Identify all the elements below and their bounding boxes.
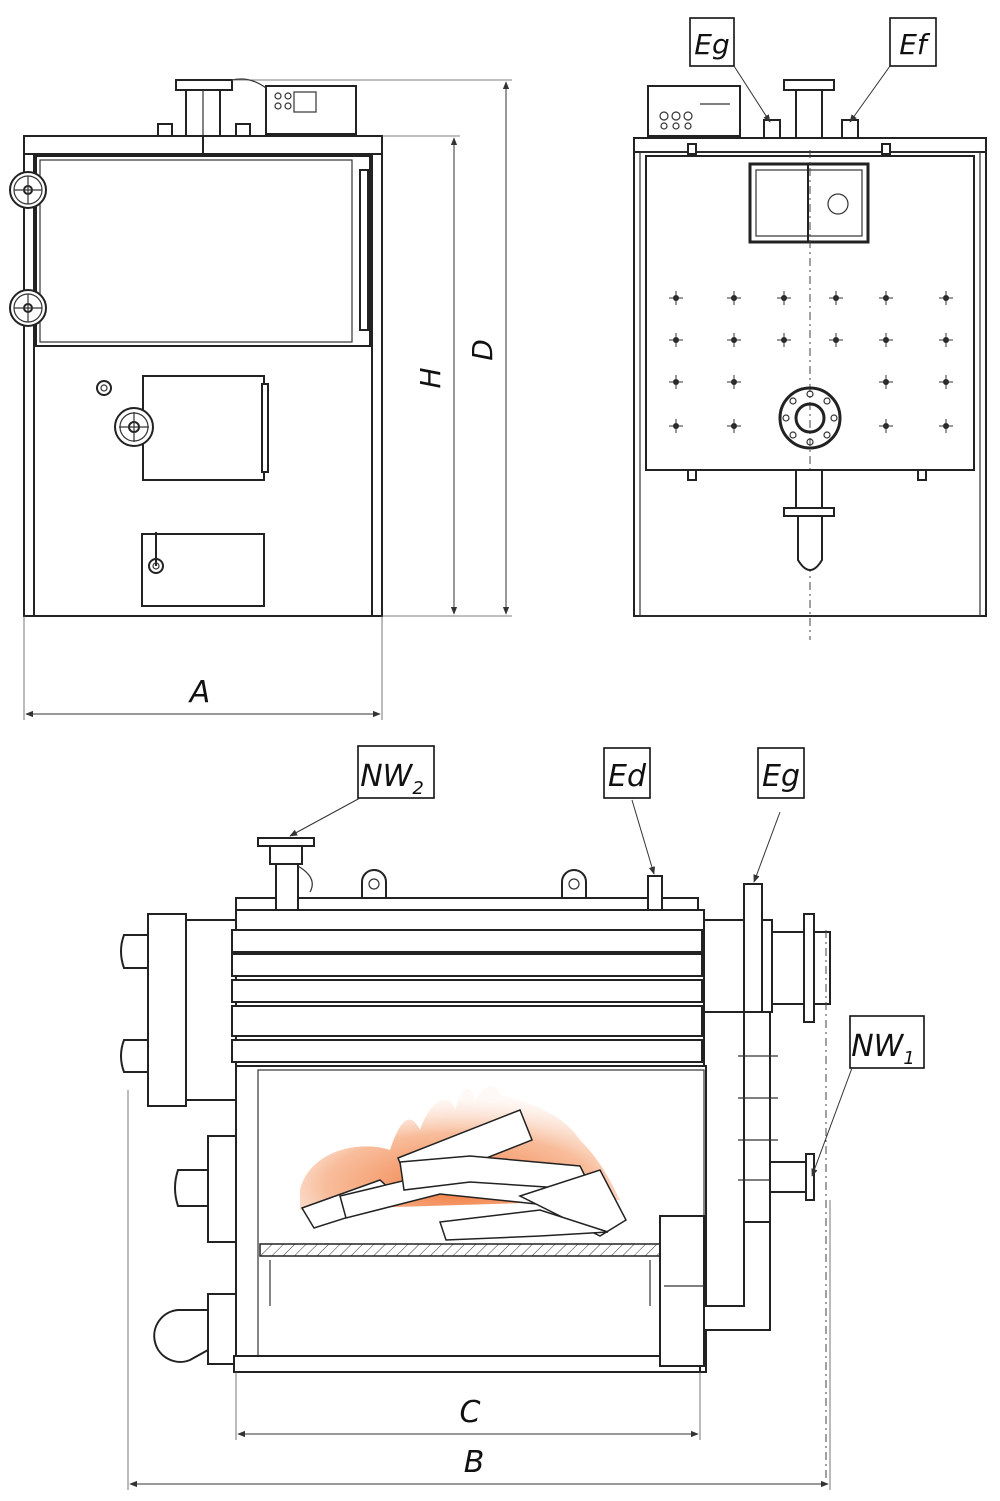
bolt-icon xyxy=(879,333,893,347)
dimension-label-a: A xyxy=(188,675,211,710)
bolt-icon xyxy=(727,333,741,347)
front-upper-door xyxy=(35,155,371,347)
rear-hatch-sight-icon xyxy=(827,193,849,215)
callout-nw2-text: NW xyxy=(360,759,413,794)
ash-door-latch-icon xyxy=(148,558,164,574)
bolt-icon xyxy=(939,333,953,347)
callout-nw1-text: NW xyxy=(851,1029,904,1064)
front-flue-flange xyxy=(175,79,233,91)
bolt-icon xyxy=(777,333,791,347)
dimension-label-d: D xyxy=(466,339,499,361)
firewood-icon xyxy=(300,1109,627,1241)
callout-nw2: NW2 xyxy=(360,759,424,799)
bolt-icon xyxy=(829,333,843,347)
peephole-icon xyxy=(96,380,112,396)
bolt-icon xyxy=(829,291,843,305)
section-front-upper-door xyxy=(147,913,187,1107)
bolt-icon xyxy=(879,291,893,305)
dimension-label-h: H xyxy=(414,367,447,388)
bolt-icon xyxy=(879,375,893,389)
bolt-icon xyxy=(939,291,953,305)
section-ash-door xyxy=(207,1293,239,1365)
bolt-icon xyxy=(669,419,683,433)
rear-bolt-pattern xyxy=(669,291,953,433)
callout-ed: Ed xyxy=(608,759,647,794)
lifting-eye-right-icon xyxy=(561,869,587,899)
section-loading-door xyxy=(207,1135,239,1243)
callout-nw1: NW1 xyxy=(851,1029,915,1069)
front-loading-door xyxy=(142,375,265,481)
bolt-icon xyxy=(939,375,953,389)
front-ash-door xyxy=(141,533,265,607)
nw2-flange xyxy=(257,837,315,847)
front-control-panel xyxy=(265,85,357,135)
bolt-icon xyxy=(727,419,741,433)
bolt-icon xyxy=(727,291,741,305)
section-loading-handwheel-icon xyxy=(174,1169,209,1207)
bolt-icon xyxy=(669,333,683,347)
dimension-label-c: C xyxy=(460,1395,481,1430)
loading-door-handwheel-icon xyxy=(114,407,154,447)
lower-handwheel-icon xyxy=(9,289,47,327)
section-upper-handwheel-icon xyxy=(120,934,149,969)
bolt-icon xyxy=(727,375,741,389)
bolt-icon xyxy=(669,375,683,389)
bolt-icon xyxy=(777,291,791,305)
section-fan-icon xyxy=(153,1309,209,1363)
front-view: H D A xyxy=(9,78,512,720)
rear-outlet-flange xyxy=(778,386,842,450)
rear-drain-flange xyxy=(783,507,835,517)
bolt-icon xyxy=(879,419,893,433)
rear-view: Eg Ef xyxy=(633,17,987,640)
rear-flue-flange xyxy=(783,79,835,91)
nw1-outlet xyxy=(769,1161,809,1193)
callout-eg-rear: Eg xyxy=(694,28,729,61)
rear-top-plate xyxy=(633,137,987,153)
lifting-eye-left-icon xyxy=(361,869,387,899)
bolt-icon xyxy=(669,291,683,305)
flue-outlet xyxy=(771,931,831,1005)
dimension-label-b: B xyxy=(464,1445,485,1480)
callout-eg-section: Eg xyxy=(762,759,800,794)
ed-fitting xyxy=(647,875,663,913)
bolt-icon xyxy=(939,419,953,433)
callout-nw2-subscript: 2 xyxy=(412,778,423,799)
section-view: NW2 Ed Eg NW1 C B xyxy=(120,745,925,1490)
callout-nw1-subscript: 1 xyxy=(903,1048,914,1069)
section-lower-handwheel-icon xyxy=(120,1039,149,1073)
callout-ef-rear: Ef xyxy=(899,28,931,61)
grate xyxy=(259,1243,661,1257)
rear-control-box xyxy=(647,85,741,137)
upper-handwheel-icon xyxy=(9,171,47,209)
